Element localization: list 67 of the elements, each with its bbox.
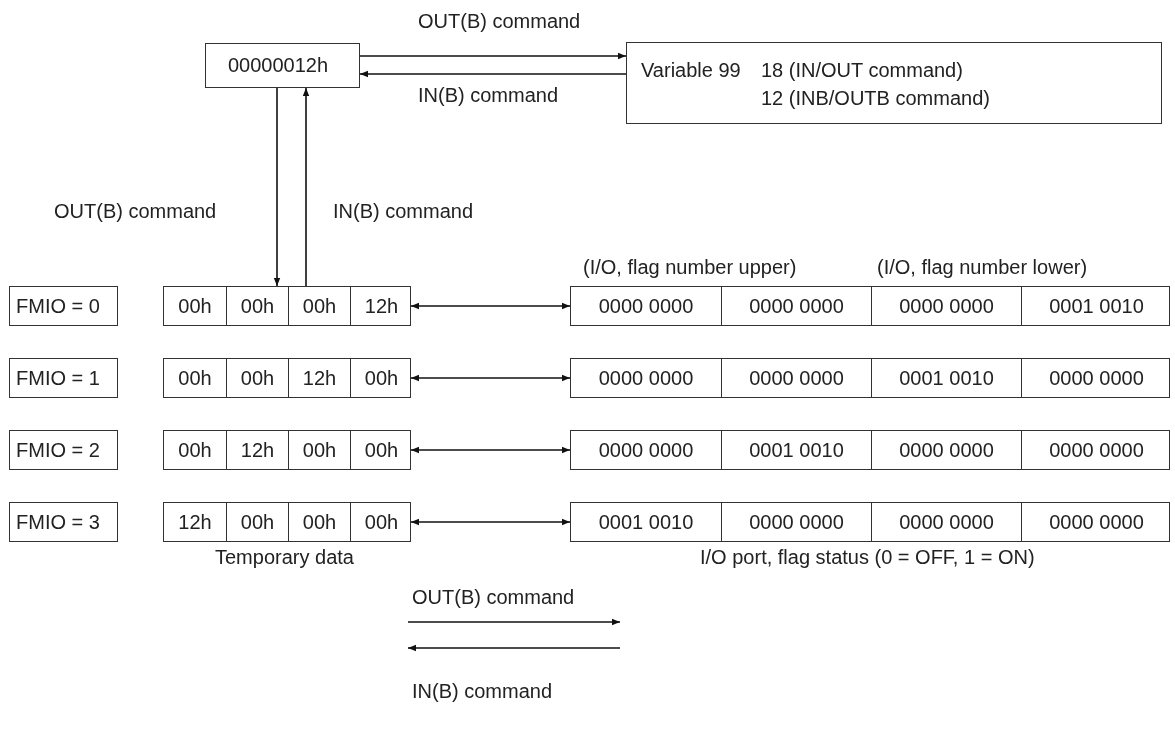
hex-byte: 00h — [177, 293, 213, 319]
hex-byte: 12h — [177, 509, 213, 535]
hex-byte: 12h — [350, 287, 412, 325]
mode-box: FMIO = 2 — [9, 430, 118, 470]
bit-pattern: 0000 0000 — [597, 365, 695, 391]
byte-row — [163, 502, 411, 542]
node-label: I/O port, flag status (0 = OFF, 1 = ON) — [700, 546, 1035, 568]
bit-row — [570, 286, 1170, 326]
arrow — [359, 52, 627, 60]
arrow — [410, 518, 571, 526]
arrow — [302, 87, 310, 287]
hex-byte: 00h — [350, 431, 412, 469]
value-box: 00000012h — [205, 43, 360, 88]
bit-pattern: 0000 0000 — [721, 359, 871, 397]
hex-byte: 12h — [288, 359, 350, 397]
bit-pattern: 0001 0010 — [597, 509, 695, 535]
byte-row — [163, 286, 411, 326]
mode-box: FMIO = 1 — [9, 358, 118, 398]
arrow — [359, 70, 627, 78]
edge-label: OUT(B) command — [54, 200, 217, 222]
bit-pattern: 0000 0000 — [597, 437, 695, 463]
node-label: Temporary data — [215, 546, 354, 568]
arrow — [273, 87, 281, 287]
hex-byte: 00h — [288, 503, 350, 541]
hex-byte: 12h — [226, 431, 288, 469]
hex-byte: 00h — [288, 287, 350, 325]
arrow-label: IN(B) command — [412, 680, 553, 702]
bit-pattern: 0000 0000 — [721, 503, 871, 541]
hex-byte: 00h — [226, 287, 288, 325]
bit-pattern: 0000 0000 — [1021, 503, 1171, 541]
bit-row — [570, 502, 1170, 542]
mode-box: FMIO = 3 — [9, 502, 118, 542]
variable-name: Variable 99 — [641, 59, 741, 81]
edge-label: IN(B) command — [418, 84, 559, 106]
hex-byte: 00h — [350, 503, 412, 541]
bit-pattern: 0000 0000 — [871, 503, 1021, 541]
hex-byte: 00h — [177, 437, 213, 463]
hex-byte: 00h — [177, 365, 213, 391]
bit-pattern: 0000 0000 — [597, 293, 695, 319]
byte-row — [163, 430, 411, 470]
bit-pattern: 0001 0010 — [721, 431, 871, 469]
arrow — [410, 374, 571, 382]
bit-pattern: 0000 0000 — [871, 287, 1021, 325]
bit-pattern: 0000 0000 — [721, 287, 871, 325]
value-text: 12 (INB/OUTB command) — [761, 87, 990, 109]
bit-pattern: 0000 0000 — [871, 431, 1021, 469]
bit-pattern: 0000 0000 — [1021, 431, 1171, 469]
hex-byte: 00h — [350, 359, 412, 397]
arrow — [410, 446, 571, 454]
arrow-label: OUT(B) command — [412, 586, 575, 608]
bit-row — [570, 358, 1170, 398]
bit-pattern: 0001 0010 — [1021, 287, 1171, 325]
mode-box: FMIO = 0 — [9, 286, 118, 326]
bit-pattern: 0000 0000 — [1021, 359, 1171, 397]
column-heading: (I/O, flag number lower) — [877, 256, 1088, 278]
bit-row — [570, 430, 1170, 470]
edge-label: OUT(B) command — [418, 10, 581, 32]
byte-row — [163, 358, 411, 398]
bit-pattern: 0001 0010 — [871, 359, 1021, 397]
edge-label: IN(B) command — [333, 200, 474, 222]
arrow — [410, 302, 571, 310]
column-heading: (I/O, flag number upper) — [583, 256, 797, 278]
variable-box — [626, 42, 1162, 124]
hex-byte: 00h — [288, 431, 350, 469]
hex-byte: 00h — [226, 503, 288, 541]
hex-byte: 00h — [226, 359, 288, 397]
value-text: 18 (IN/OUT command) — [761, 59, 963, 81]
